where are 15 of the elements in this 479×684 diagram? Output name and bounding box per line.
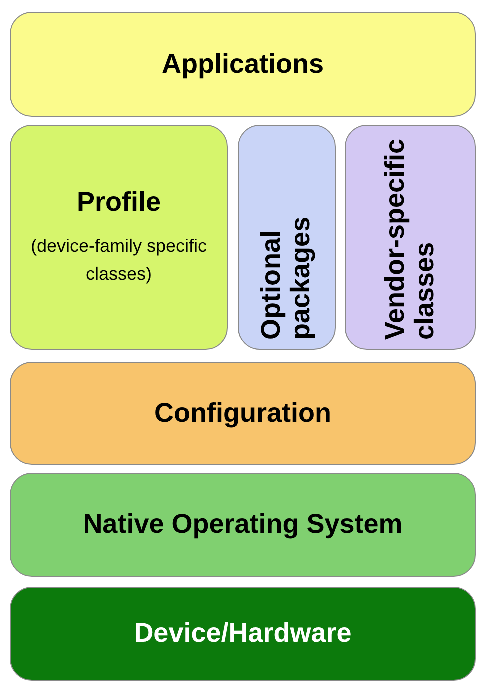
layer-title: Vendor-specific classes [380, 138, 440, 340]
layer-title: Native Operating System [83, 508, 403, 542]
layer-description: (device-family specific classes) [30, 234, 208, 286]
layer-box [10, 587, 476, 681]
layer-box [10, 12, 476, 117]
layer-box [10, 473, 476, 577]
layer-box [238, 125, 336, 350]
layer-title: Device/Hardware [134, 617, 352, 650]
layer-title: Applications [162, 48, 324, 81]
layer-box [345, 125, 476, 350]
layer-title: Optional packages [257, 216, 317, 340]
layer-box [10, 362, 476, 465]
layer-title: Profile [76, 186, 162, 219]
layer-title: Configuration [154, 396, 332, 430]
layer-box [10, 125, 228, 350]
